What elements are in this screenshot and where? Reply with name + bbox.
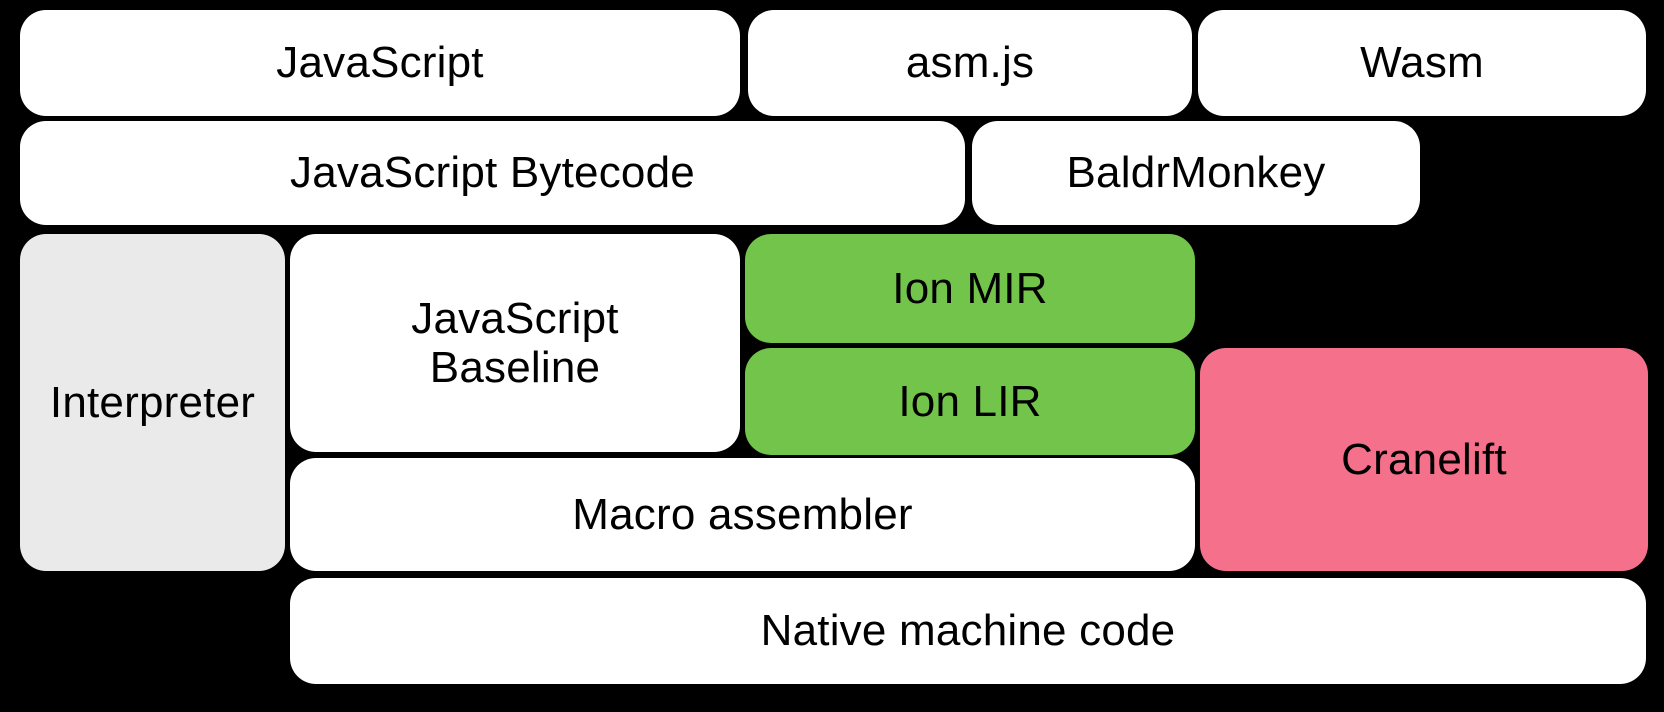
node-wasm[interactable]: Wasm <box>1198 10 1646 116</box>
node-interpreter[interactable]: Interpreter <box>20 234 285 571</box>
node-cranelift[interactable]: Cranelift <box>1200 348 1648 571</box>
node-ion-lir[interactable]: Ion LIR <box>745 348 1195 455</box>
node-macro-assembler[interactable]: Macro assembler <box>290 458 1195 571</box>
node-javascript-baseline[interactable]: JavaScript Baseline <box>290 234 740 452</box>
node-javascript[interactable]: JavaScript <box>20 10 740 116</box>
node-baldrmonkey[interactable]: BaldrMonkey <box>972 121 1420 225</box>
node-ion-mir[interactable]: Ion MIR <box>745 234 1195 343</box>
node-asm-js[interactable]: asm.js <box>748 10 1192 116</box>
node-native-machine-code[interactable]: Native machine code <box>290 578 1646 684</box>
node-javascript-bytecode[interactable]: JavaScript Bytecode <box>20 121 965 225</box>
